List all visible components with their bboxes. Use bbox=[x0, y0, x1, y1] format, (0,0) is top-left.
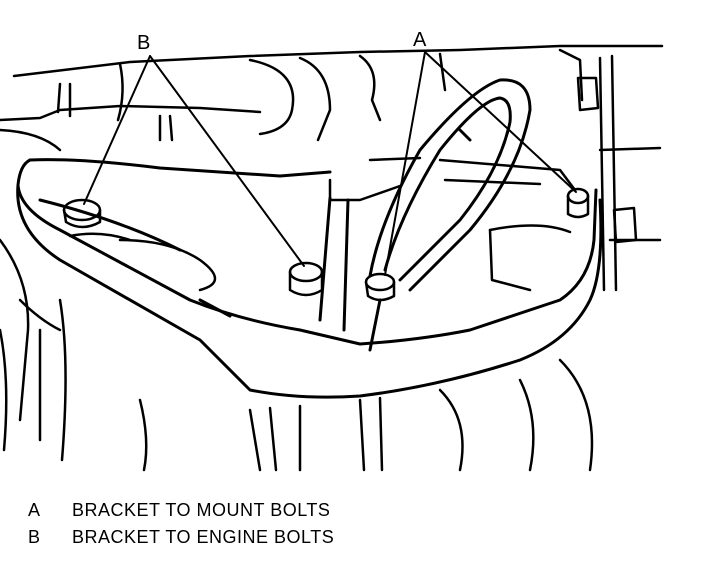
legend-text-b: BRACKET TO ENGINE BOLTS bbox=[72, 527, 335, 547]
legend-key-b: B bbox=[28, 527, 41, 547]
legend-text-a: BRACKET TO MOUNT BOLTS bbox=[72, 500, 331, 520]
bolt-mount-a bbox=[364, 272, 396, 302]
bolt-center bbox=[288, 261, 324, 297]
engine-bracket-illustration bbox=[0, 44, 664, 472]
leader-lines-b bbox=[83, 55, 305, 267]
legend-key-a: A bbox=[28, 500, 41, 520]
bolt-left bbox=[62, 198, 102, 229]
engine-background bbox=[0, 44, 664, 472]
legend-row-b: B BRACKET TO ENGINE BOLTS bbox=[28, 524, 334, 551]
bracket bbox=[16, 158, 603, 399]
legend-row-a: A BRACKET TO MOUNT BOLTS bbox=[28, 497, 334, 524]
legend: A BRACKET TO MOUNT BOLTS B BRACKET TO EN… bbox=[28, 497, 334, 551]
callout-label-b: B bbox=[137, 32, 151, 54]
leader-lines-a bbox=[384, 51, 577, 276]
mount-strap bbox=[368, 78, 532, 292]
callout-label-a: A bbox=[413, 29, 427, 51]
bolt-right bbox=[566, 187, 590, 219]
